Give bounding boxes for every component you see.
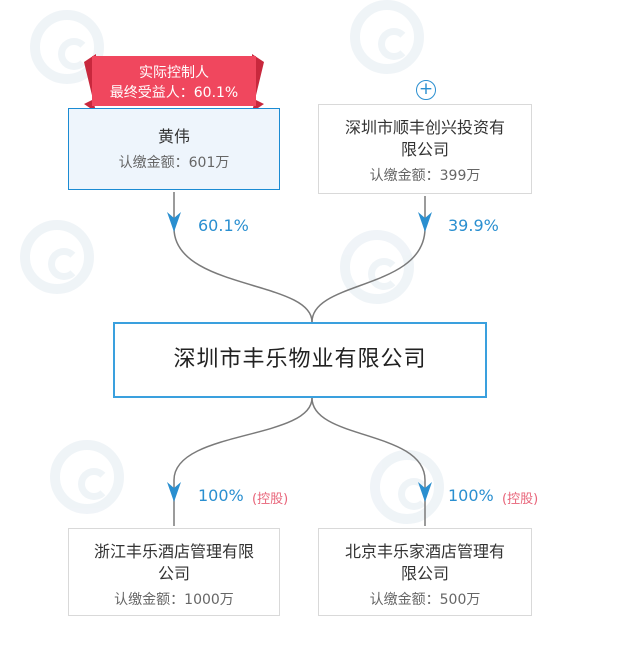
- control-tag: (控股): [502, 492, 539, 507]
- subsidiary-name-line1: 北京丰乐家酒店管理有: [344, 542, 505, 561]
- arrow-icon: [418, 482, 432, 502]
- edge-center-to-sub2: [311, 397, 426, 526]
- shareholder-name-line1: 深圳市顺丰创兴投资有: [344, 118, 505, 137]
- watermark-logo: [370, 450, 444, 524]
- expand-plus-icon[interactable]: +: [416, 80, 436, 100]
- edge-investor-to-center: [311, 196, 426, 323]
- watermark-logo: [340, 230, 414, 304]
- watermark-logo: [30, 10, 104, 84]
- holding-percent: 100%: [198, 486, 244, 505]
- subsidiary-name-line1: 浙江丰乐酒店管理有限: [93, 542, 254, 561]
- subscribed-amount: 认缴金额：500万: [369, 592, 481, 608]
- subsidiary-name-line2: 限公司: [400, 564, 449, 583]
- edge-person-to-center: [173, 192, 313, 323]
- badge-line-1: 实际控制人: [139, 65, 209, 81]
- share-percent: 39.9%: [448, 216, 499, 235]
- subsidiary-node[interactable]: 浙江丰乐酒店管理有限 公司 认缴金额：1000万: [68, 528, 280, 616]
- arrow-icon: [418, 212, 432, 232]
- subscribed-amount: 认缴金额：1000万: [114, 592, 234, 608]
- watermark-logo: [20, 220, 94, 294]
- edge-center-to-sub1: [173, 397, 313, 526]
- shareholder-name-line2: 限公司: [400, 140, 449, 159]
- ribbon-icon: [84, 54, 264, 112]
- subsidiary-node[interactable]: 北京丰乐家酒店管理有 限公司 认缴金额：500万: [318, 528, 532, 616]
- shareholder-node-person[interactable]: 黄伟 认缴金额：601万: [68, 108, 280, 190]
- shareholder-name: 黄伟: [157, 127, 190, 146]
- watermark-logo: [350, 0, 424, 74]
- arrow-icon: [167, 482, 181, 502]
- center-company-node[interactable]: 深圳市丰乐物业有限公司: [113, 322, 487, 398]
- center-company-name: 深圳市丰乐物业有限公司: [173, 347, 427, 372]
- share-percent: 60.1%: [198, 216, 249, 235]
- control-tag: (控股): [252, 492, 289, 507]
- controller-badge: 实际控制人 最终受益人：60.1%: [84, 54, 264, 112]
- shareholder-node-company[interactable]: 深圳市顺丰创兴投资有 限公司 认缴金额：399万: [318, 104, 532, 194]
- subscribed-amount: 认缴金额：399万: [369, 168, 481, 184]
- arrow-icon: [167, 212, 181, 232]
- watermark-logo: [50, 440, 124, 514]
- subsidiary-name-line2: 公司: [157, 564, 190, 583]
- subscribed-amount: 认缴金额：601万: [118, 155, 230, 171]
- holding-percent: 100%: [448, 486, 494, 505]
- badge-line-2: 最终受益人：60.1%: [109, 85, 239, 101]
